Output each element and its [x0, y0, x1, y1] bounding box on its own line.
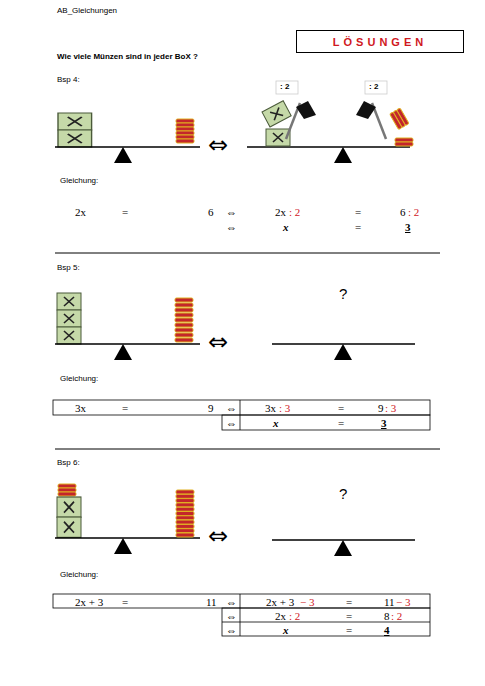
- worksheet-text: Gleichung:: [60, 375, 98, 384]
- balance-scale: [55, 484, 415, 556]
- equation-term: 3x: [75, 402, 86, 414]
- equation-term: 6: [400, 206, 406, 218]
- equation-term: ⇔: [226, 206, 237, 218]
- equation-term: 11: [384, 596, 395, 608]
- worksheet-text: Bsp 4:: [57, 76, 80, 85]
- equivalence-arrow: ⇔: [208, 523, 228, 549]
- equation-term: ⇔: [226, 624, 237, 636]
- equation-term: 2x: [75, 206, 86, 218]
- equation-term: =: [355, 206, 361, 218]
- equation-table: [53, 400, 430, 430]
- equation-term: =: [355, 221, 361, 233]
- balance-scale: [55, 293, 415, 360]
- operation-term: − 3: [300, 596, 314, 608]
- balance-scale-cut: [247, 81, 413, 163]
- equation-term: ⇔: [226, 610, 237, 622]
- result-variable: x: [283, 221, 289, 233]
- box-heading: LÖSUNGEN: [333, 36, 427, 48]
- worksheet-text: Bsp 5:: [57, 264, 80, 273]
- equation-term: ⇔: [226, 417, 237, 429]
- result-value: 3: [381, 417, 387, 429]
- operation-term: : 3: [385, 402, 396, 414]
- equation-term: =: [122, 596, 128, 608]
- result-variable: x: [283, 624, 289, 636]
- worksheet-text: Bsp 6:: [57, 459, 80, 468]
- separator: [55, 449, 440, 450]
- equation-term: 2x + 3: [75, 596, 103, 608]
- operation-tag: : 2: [280, 83, 289, 92]
- equation-term: 2x: [275, 206, 286, 218]
- balance-scale: [55, 113, 200, 163]
- operation-term: : 2: [391, 610, 402, 622]
- equation-term: =: [346, 596, 352, 608]
- equation-term: ⇔: [226, 596, 237, 608]
- worksheet-text: Gleichung:: [60, 177, 98, 186]
- question-mark: ?: [339, 286, 347, 303]
- equation-term: 3x: [265, 402, 276, 414]
- operation-term: : 2: [408, 206, 419, 218]
- equation-term: =: [346, 610, 352, 622]
- equivalence-arrow: ⇔: [208, 132, 228, 158]
- equation-term: 11: [206, 596, 217, 608]
- equation-term: ⇔: [226, 221, 237, 233]
- result-value: 4: [384, 624, 390, 636]
- equivalence-arrow: ⇔: [208, 329, 228, 355]
- worksheet-question: Wie viele Münzen sind in jeder BoX ?: [57, 53, 198, 62]
- worksheet-text: AB_Gleichungen: [57, 7, 117, 16]
- operation-term: : 2: [289, 610, 300, 622]
- separator: [55, 253, 440, 254]
- equation-term: 9: [208, 402, 214, 414]
- equation-term: 8: [384, 610, 390, 622]
- operation-term: − 3: [396, 596, 410, 608]
- equation-term: =: [346, 624, 352, 636]
- solution-box: LÖSUNGEN: [296, 30, 464, 53]
- equation-term: =: [338, 402, 344, 414]
- operation-tag: : 2: [369, 83, 378, 92]
- equation-term: 6: [208, 206, 214, 218]
- equation-term: 2x: [275, 610, 286, 622]
- worksheet-text: Gleichung:: [60, 571, 98, 580]
- equation-term: ⇔: [226, 402, 237, 414]
- equation-table: [53, 594, 430, 636]
- equation-term: 2x + 3: [266, 596, 294, 608]
- operation-term: : 2: [289, 206, 300, 218]
- equation-term: 9: [378, 402, 384, 414]
- result-variable: x: [273, 417, 279, 429]
- equation-term: =: [122, 402, 128, 414]
- result-value: 3: [405, 221, 411, 233]
- question-mark: ?: [339, 486, 347, 503]
- equation-term: =: [338, 417, 344, 429]
- equation-term: =: [122, 206, 128, 218]
- operation-term: : 3: [279, 402, 290, 414]
